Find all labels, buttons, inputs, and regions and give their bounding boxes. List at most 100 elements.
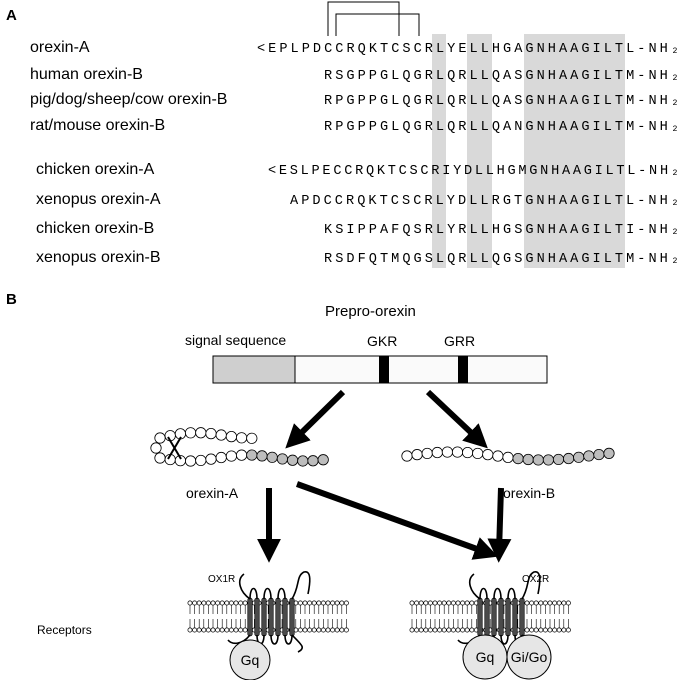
lipid-head: [192, 627, 198, 633]
lipid-head: [320, 600, 326, 606]
transmembrane-helix: [498, 597, 504, 637]
grr-label: GRR: [444, 333, 475, 349]
lipid-head: [201, 627, 207, 633]
orexin-a-bead: [286, 454, 299, 466]
arrow-to-orexin-a: [285, 389, 346, 449]
n-terminus: [468, 573, 481, 600]
lipid-head: [302, 627, 308, 633]
row-seq-chicken-orexin-b: KSIPPAFQSRLYRLLHGSGNHAAGILTI-NH₂: [324, 223, 679, 238]
lipid-head: [524, 627, 530, 633]
lipid-head: [219, 627, 225, 633]
row-seq-rat-orexin-b: RPGPPGLQGRLQRLLQANGNHAAGILTM-NH₂: [324, 120, 679, 135]
lipid-head: [432, 627, 438, 633]
lipid-head: [455, 600, 461, 606]
extracellular-tail: [521, 571, 541, 600]
lipid-head: [325, 600, 331, 606]
lipid-head: [533, 627, 539, 633]
intracellular-loop: [270, 634, 279, 645]
lipid-head: [233, 600, 239, 606]
lipid-head: [316, 627, 322, 633]
lipid-head: [302, 600, 308, 606]
lipid-head: [311, 600, 317, 606]
gi-go-protein-ox2r: [506, 634, 552, 680]
lipid-head: [219, 600, 225, 606]
gq-label-ox1r: Gq: [241, 652, 260, 668]
grr-cleavage-site: [458, 356, 468, 383]
lipid-head: [460, 627, 466, 633]
highlight-column-1: [432, 34, 446, 268]
lipid-head: [307, 600, 313, 606]
orexin-b-bead: [401, 450, 413, 462]
orexin-b-bead: [522, 453, 534, 466]
receptors-label: Receptors: [37, 623, 92, 637]
transmembrane-helix: [519, 597, 525, 637]
orexin-a-bead: [195, 427, 207, 439]
orexin-b-bead: [593, 448, 605, 461]
lipid-head: [224, 627, 230, 633]
highlight-column-2: [467, 34, 492, 268]
row-name-xenopus-orexin-a: xenopus orexin-A: [36, 191, 161, 208]
orexin-b-bead: [421, 447, 433, 460]
lipid-head: [192, 600, 198, 606]
intracellular-loop: [500, 634, 509, 645]
orexin-a-bead: [215, 429, 227, 441]
arrow-orexin-a-to-ox2r: [295, 481, 499, 560]
orexin-a-bead: [150, 442, 162, 454]
orexin-a-bead: [205, 453, 217, 465]
lipid-head: [233, 627, 239, 633]
orexin-a-bead: [297, 455, 309, 467]
gi-go-label: Gi/Go: [511, 649, 548, 665]
lipid-head: [242, 600, 248, 606]
lipid-head: [320, 627, 326, 633]
row-seq-xenopus-orexin-a: APDCCRQKTCSCRLYDLLRGTGNHAAGILTL-NH₂: [290, 194, 679, 209]
lipid-head: [414, 600, 420, 606]
orexin-a-bead: [307, 455, 319, 467]
transmembrane-helix: [491, 597, 497, 637]
lipid-head: [414, 627, 420, 633]
row-name-chicken-orexin-a: chicken orexin-A: [36, 161, 155, 178]
orexin-b-bead: [603, 447, 615, 459]
orexin-b-bead: [502, 451, 514, 464]
lipid-head: [552, 627, 558, 633]
transmembrane-helix: [289, 597, 295, 637]
intracellular-tail: [227, 634, 251, 645]
orexin-a-bead: [205, 428, 217, 440]
lipid-head: [556, 600, 562, 606]
gkr-cleavage-site: [379, 356, 389, 383]
prepro-orexin-title: Prepro-orexin: [325, 303, 416, 320]
orexin-a-bead: [246, 432, 258, 444]
transmembrane-helix: [477, 597, 483, 637]
lipid-head: [450, 600, 456, 606]
lipid-head: [427, 627, 433, 633]
orexin-a-bead: [154, 452, 166, 464]
orexin-b-bead: [542, 454, 555, 466]
lipid-head: [334, 600, 340, 606]
lipid-head: [460, 600, 466, 606]
orexin-a-bead: [225, 450, 237, 462]
transmembrane-helix: [268, 597, 274, 637]
orexin-a-peptide: [150, 427, 329, 467]
lipid-head: [418, 600, 424, 606]
orexin-a-bead: [246, 449, 258, 461]
lipid-head: [187, 600, 193, 606]
lipid-head: [224, 600, 230, 606]
orexin-a-bead: [195, 454, 207, 467]
lipid-head: [427, 600, 433, 606]
ox2r-membrane: [409, 600, 571, 633]
g-proteins: Gq Gq Gi/Go: [229, 634, 552, 680]
cross-line-2: [167, 436, 182, 460]
extracellular-loop: [263, 587, 272, 600]
lipid-head: [556, 627, 562, 633]
orexin-b-bead: [552, 453, 565, 466]
lipid-head: [547, 600, 553, 606]
orexin-a-bead: [317, 454, 329, 466]
orexin-b-bead: [411, 449, 423, 461]
lipid-head: [325, 627, 331, 633]
transmembrane-helix: [282, 597, 288, 637]
orexin-a-bead: [266, 451, 278, 463]
transmembrane-helix: [484, 597, 490, 637]
lipid-head: [196, 627, 202, 633]
extracellular-loop: [249, 587, 258, 600]
lipid-head: [242, 627, 248, 633]
orexin-b-bead: [431, 446, 443, 459]
